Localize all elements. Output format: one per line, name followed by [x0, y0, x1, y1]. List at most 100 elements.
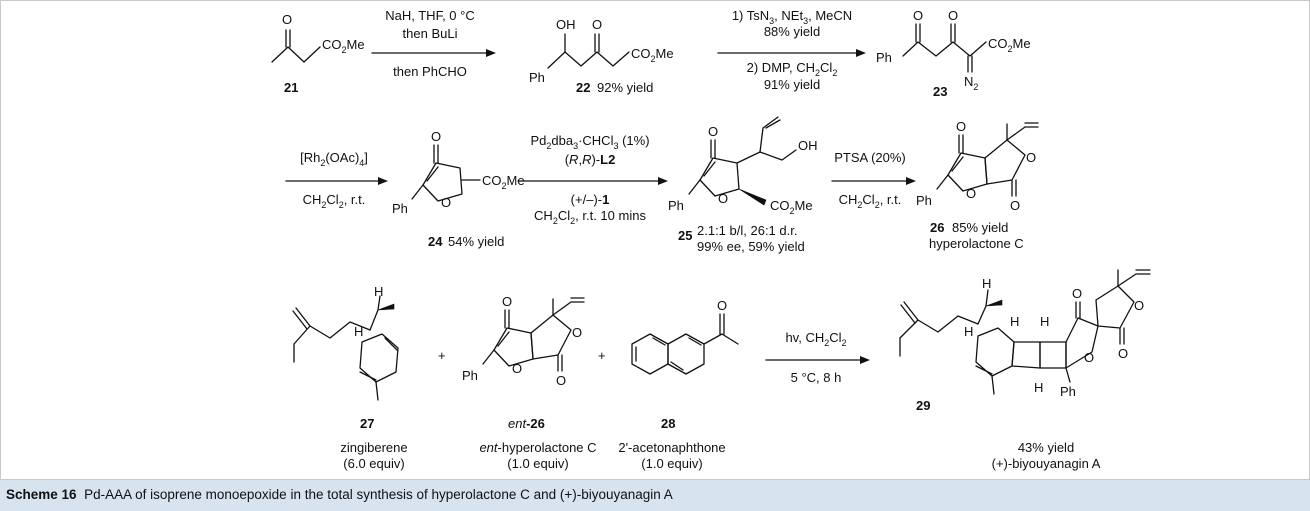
phenyl-label: Ph [668, 198, 684, 213]
step4-line1: Pd2dba3·CHCl3 (1%) [530, 133, 649, 151]
phenyl-label: Ph [916, 193, 932, 208]
compound-22-number: 22 [576, 80, 590, 95]
reaction-scheme: O CO2Me 21 NaH, THF, 0 °C then BuLi then… [271, 8, 1151, 471]
lactone-o-label: O [572, 325, 582, 340]
reaction-arrow-5: PTSA (20%) CH2Cl2, r.t. [831, 150, 916, 210]
phenyl-label: Ph [1060, 384, 1076, 399]
compound-25-number: 25 [678, 228, 692, 243]
atom-h-label: H [374, 284, 383, 299]
atom-h-label: H [982, 276, 991, 291]
step1-line2: then BuLi [403, 26, 458, 41]
atom-o-label: O [502, 294, 512, 309]
step2-line4: 91% yield [764, 77, 820, 92]
step6-line2: 5 °C, 8 h [791, 370, 842, 385]
atom-o-label: O [708, 124, 718, 139]
atom-h-label: H [1034, 380, 1043, 395]
diazo-label: N2 [964, 74, 978, 92]
compound-24: O O Ph CO2Me 24 54% yield [392, 129, 525, 249]
phenyl-label: Ph [529, 70, 545, 85]
atom-o-label: O [592, 17, 602, 32]
carbonyl-o-label: O [1010, 198, 1020, 213]
lactone-o-label: O [1134, 298, 1144, 313]
ester-label-21: CO2Me [322, 37, 365, 55]
phenyl-label: Ph [876, 50, 892, 65]
step3-line1: [Rh2(OAc)4] [300, 150, 368, 168]
reaction-arrow-2: 1) TsN3, NEt3, MeCN 88% yield 2) DMP, CH… [717, 8, 866, 92]
compound-26-number: 26 [930, 220, 944, 235]
step5-line2: CH2Cl2, r.t. [839, 192, 902, 210]
compound-22: OH O Ph CO2Me 22 92% yield [529, 17, 674, 95]
ring-o-label: O [718, 191, 728, 206]
step4-line3: (+/–)-1 [571, 192, 610, 207]
compound-27-number: 27 [360, 416, 374, 431]
atom-h-label: H [964, 324, 973, 339]
compound-26-name: hyperolactone C [929, 236, 1024, 251]
compound-ent-26: O O O O Ph ent-26 ent-hyperolactone C (1… [462, 294, 597, 471]
compound-ent-26-equiv: (1.0 equiv) [507, 456, 568, 471]
compound-21: O CO2Me 21 [271, 12, 365, 95]
ring-o-label: O [1084, 350, 1094, 365]
lactone-o-label: O [1026, 150, 1036, 165]
compound-28-number: 28 [661, 416, 675, 431]
ring-o-label: O [441, 195, 451, 210]
compound-27-name: zingiberene [340, 440, 407, 455]
compound-ent-26-name: ent-hyperolactone C [479, 440, 596, 455]
compound-29-yield: 43% yield [1018, 440, 1074, 455]
compound-29: H H H H H Ph O O O O 29 43% yield (+)-bi… [899, 269, 1151, 471]
scheme-caption: Scheme 16 Pd-AAA of isoprene monoepoxide… [0, 480, 1310, 511]
ester-label-22: CO2Me [631, 46, 674, 64]
atom-h-label: H [1040, 314, 1049, 329]
carbonyl-o-label: O [556, 373, 566, 388]
phenyl-label: Ph [392, 201, 408, 216]
compound-26-yield: 85% yield [952, 220, 1008, 235]
hydroxyl-label: OH [556, 17, 576, 32]
compound-ent-26-number: ent-26 [508, 416, 545, 431]
reaction-arrow-6: hv, CH2Cl2 5 °C, 8 h [765, 330, 870, 385]
step1-line1: NaH, THF, 0 °C [385, 8, 474, 23]
compound-22-yield: 92% yield [597, 80, 653, 95]
ring-o-label: O [966, 186, 976, 201]
compound-27-equiv: (6.0 equiv) [343, 456, 404, 471]
caption-text: Pd-AAA of isoprene monoepoxide in the to… [84, 487, 673, 502]
step6-line1: hv, CH2Cl2 [785, 330, 846, 348]
compound-21-number: 21 [284, 80, 298, 95]
atom-o-label: O [956, 119, 966, 134]
ester-label-24: CO2Me [482, 173, 525, 191]
compound-23: O O Ph CO2Me N2 23 [876, 8, 1031, 99]
compound-27: H H 27 zingiberene (6.0 equiv) [292, 284, 408, 471]
compound-25-line1: 2.1:1 b/l, 26:1 d.r. [697, 223, 797, 238]
atom-o-label: O [913, 8, 923, 23]
hydroxyl-label: OH [798, 138, 818, 153]
compound-26: O O O O Ph 26 85% yield hyperolactone C [916, 119, 1039, 251]
atom-o-label: O [717, 298, 727, 313]
step4-line2: (R,R)-L2 [565, 152, 616, 167]
step2-line3: 2) DMP, CH2Cl2 [747, 60, 838, 78]
compound-24-yield: 54% yield [448, 234, 504, 249]
compound-25-line2: 99% ee, 59% yield [697, 239, 805, 254]
atom-h-label: H [354, 324, 363, 339]
caption-label: Scheme 16 [6, 487, 77, 502]
step1-line3: then PhCHO [393, 64, 467, 79]
compound-29-number: 29 [916, 398, 930, 413]
atom-h-label: H [1010, 314, 1019, 329]
compound-28-name: 2'-acetonaphthone [618, 440, 725, 455]
ester-label-25: CO2Me [770, 198, 813, 216]
step5-line1: PTSA (20%) [834, 150, 906, 165]
atom-o-label: O [282, 12, 292, 27]
compound-28: O 28 2'-acetonaphthone (1.0 equiv) [618, 298, 739, 471]
atom-o-label: O [1072, 286, 1082, 301]
reaction-arrow-3: [Rh2(OAc)4] CH2Cl2, r.t. [285, 150, 388, 210]
compound-23-number: 23 [933, 84, 947, 99]
step3-line2: CH2Cl2, r.t. [303, 192, 366, 210]
step4-line4: CH2Cl2, r.t. 10 mins [534, 208, 646, 226]
atom-o-label: O [948, 8, 958, 23]
atom-o-label: O [431, 129, 441, 144]
compound-25: O O Ph OH CO2Me 25 2.1:1 b/l, 26:1 d.r. … [668, 116, 818, 254]
compound-29-name: (+)-biyouyanagin A [992, 456, 1101, 471]
ester-label-23: CO2Me [988, 36, 1031, 54]
carbonyl-o-label: O [1118, 346, 1128, 361]
step2-line1: 1) TsN3, NEt3, MeCN [732, 8, 852, 26]
plus-sign: + [598, 348, 606, 363]
phenyl-label: Ph [462, 368, 478, 383]
reaction-arrow-1: NaH, THF, 0 °C then BuLi then PhCHO [371, 8, 496, 79]
